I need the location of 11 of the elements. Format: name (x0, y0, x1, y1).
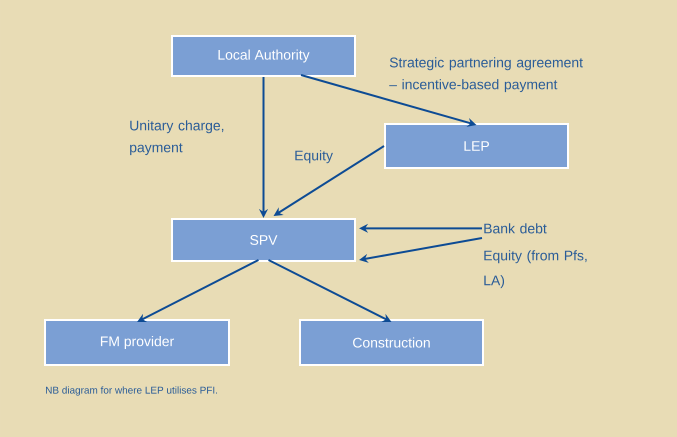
process-box: LEP (384, 123, 569, 169)
process-box: FM provider (44, 319, 230, 366)
note-text: NB diagram for where LEP utilises PFI. (46, 386, 218, 396)
process-box: Local Authority (171, 35, 356, 77)
edge-label: Equity (295, 150, 333, 164)
source-label: Bank debt (484, 223, 547, 234)
edge-label: Unitary charge, payment (130, 120, 224, 156)
process-box: Construction (299, 319, 484, 366)
source-label: Equity (from Pfs, LA) (484, 250, 587, 288)
process-box: SPV (171, 218, 356, 262)
edge-label: Strategic partnering agreement – incentive-based payment (389, 57, 583, 92)
